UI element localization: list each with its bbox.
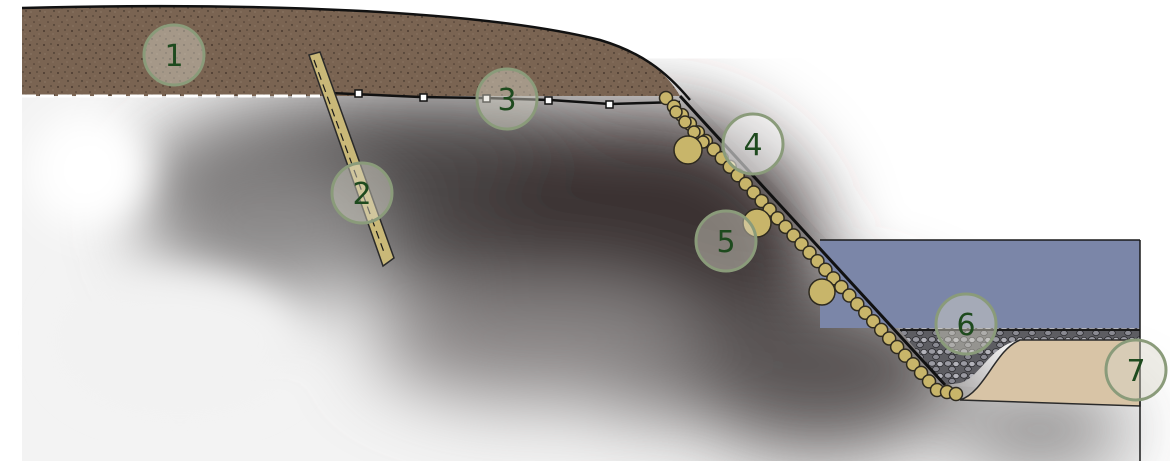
topsoil-layer bbox=[22, 6, 680, 96]
marker-5: 5 bbox=[696, 211, 756, 271]
anchor-clip bbox=[355, 90, 362, 97]
marker-2-label: 2 bbox=[352, 177, 371, 212]
marker-1: 1 bbox=[144, 25, 204, 85]
marker-3: 3 bbox=[477, 69, 537, 129]
anchor-clip bbox=[420, 94, 427, 101]
loose-rock bbox=[809, 279, 835, 305]
marker-7-label: 7 bbox=[1126, 354, 1145, 389]
riprap-rock bbox=[670, 106, 682, 118]
loose-rock bbox=[674, 136, 702, 164]
anchor-clip bbox=[606, 101, 613, 108]
marker-2: 2 bbox=[332, 163, 392, 223]
marker-1-label: 1 bbox=[164, 39, 183, 74]
riprap-rock bbox=[950, 388, 963, 401]
marker-5-label: 5 bbox=[716, 225, 735, 260]
marker-3-label: 3 bbox=[497, 83, 516, 118]
marker-6-label: 6 bbox=[956, 308, 975, 343]
riprap-rock bbox=[679, 116, 691, 128]
anchor-clip bbox=[545, 97, 552, 104]
marker-4: 4 bbox=[723, 114, 783, 174]
marker-6: 6 bbox=[936, 294, 996, 354]
marker-4-label: 4 bbox=[743, 128, 762, 163]
marker-7: 7 bbox=[1106, 340, 1166, 400]
